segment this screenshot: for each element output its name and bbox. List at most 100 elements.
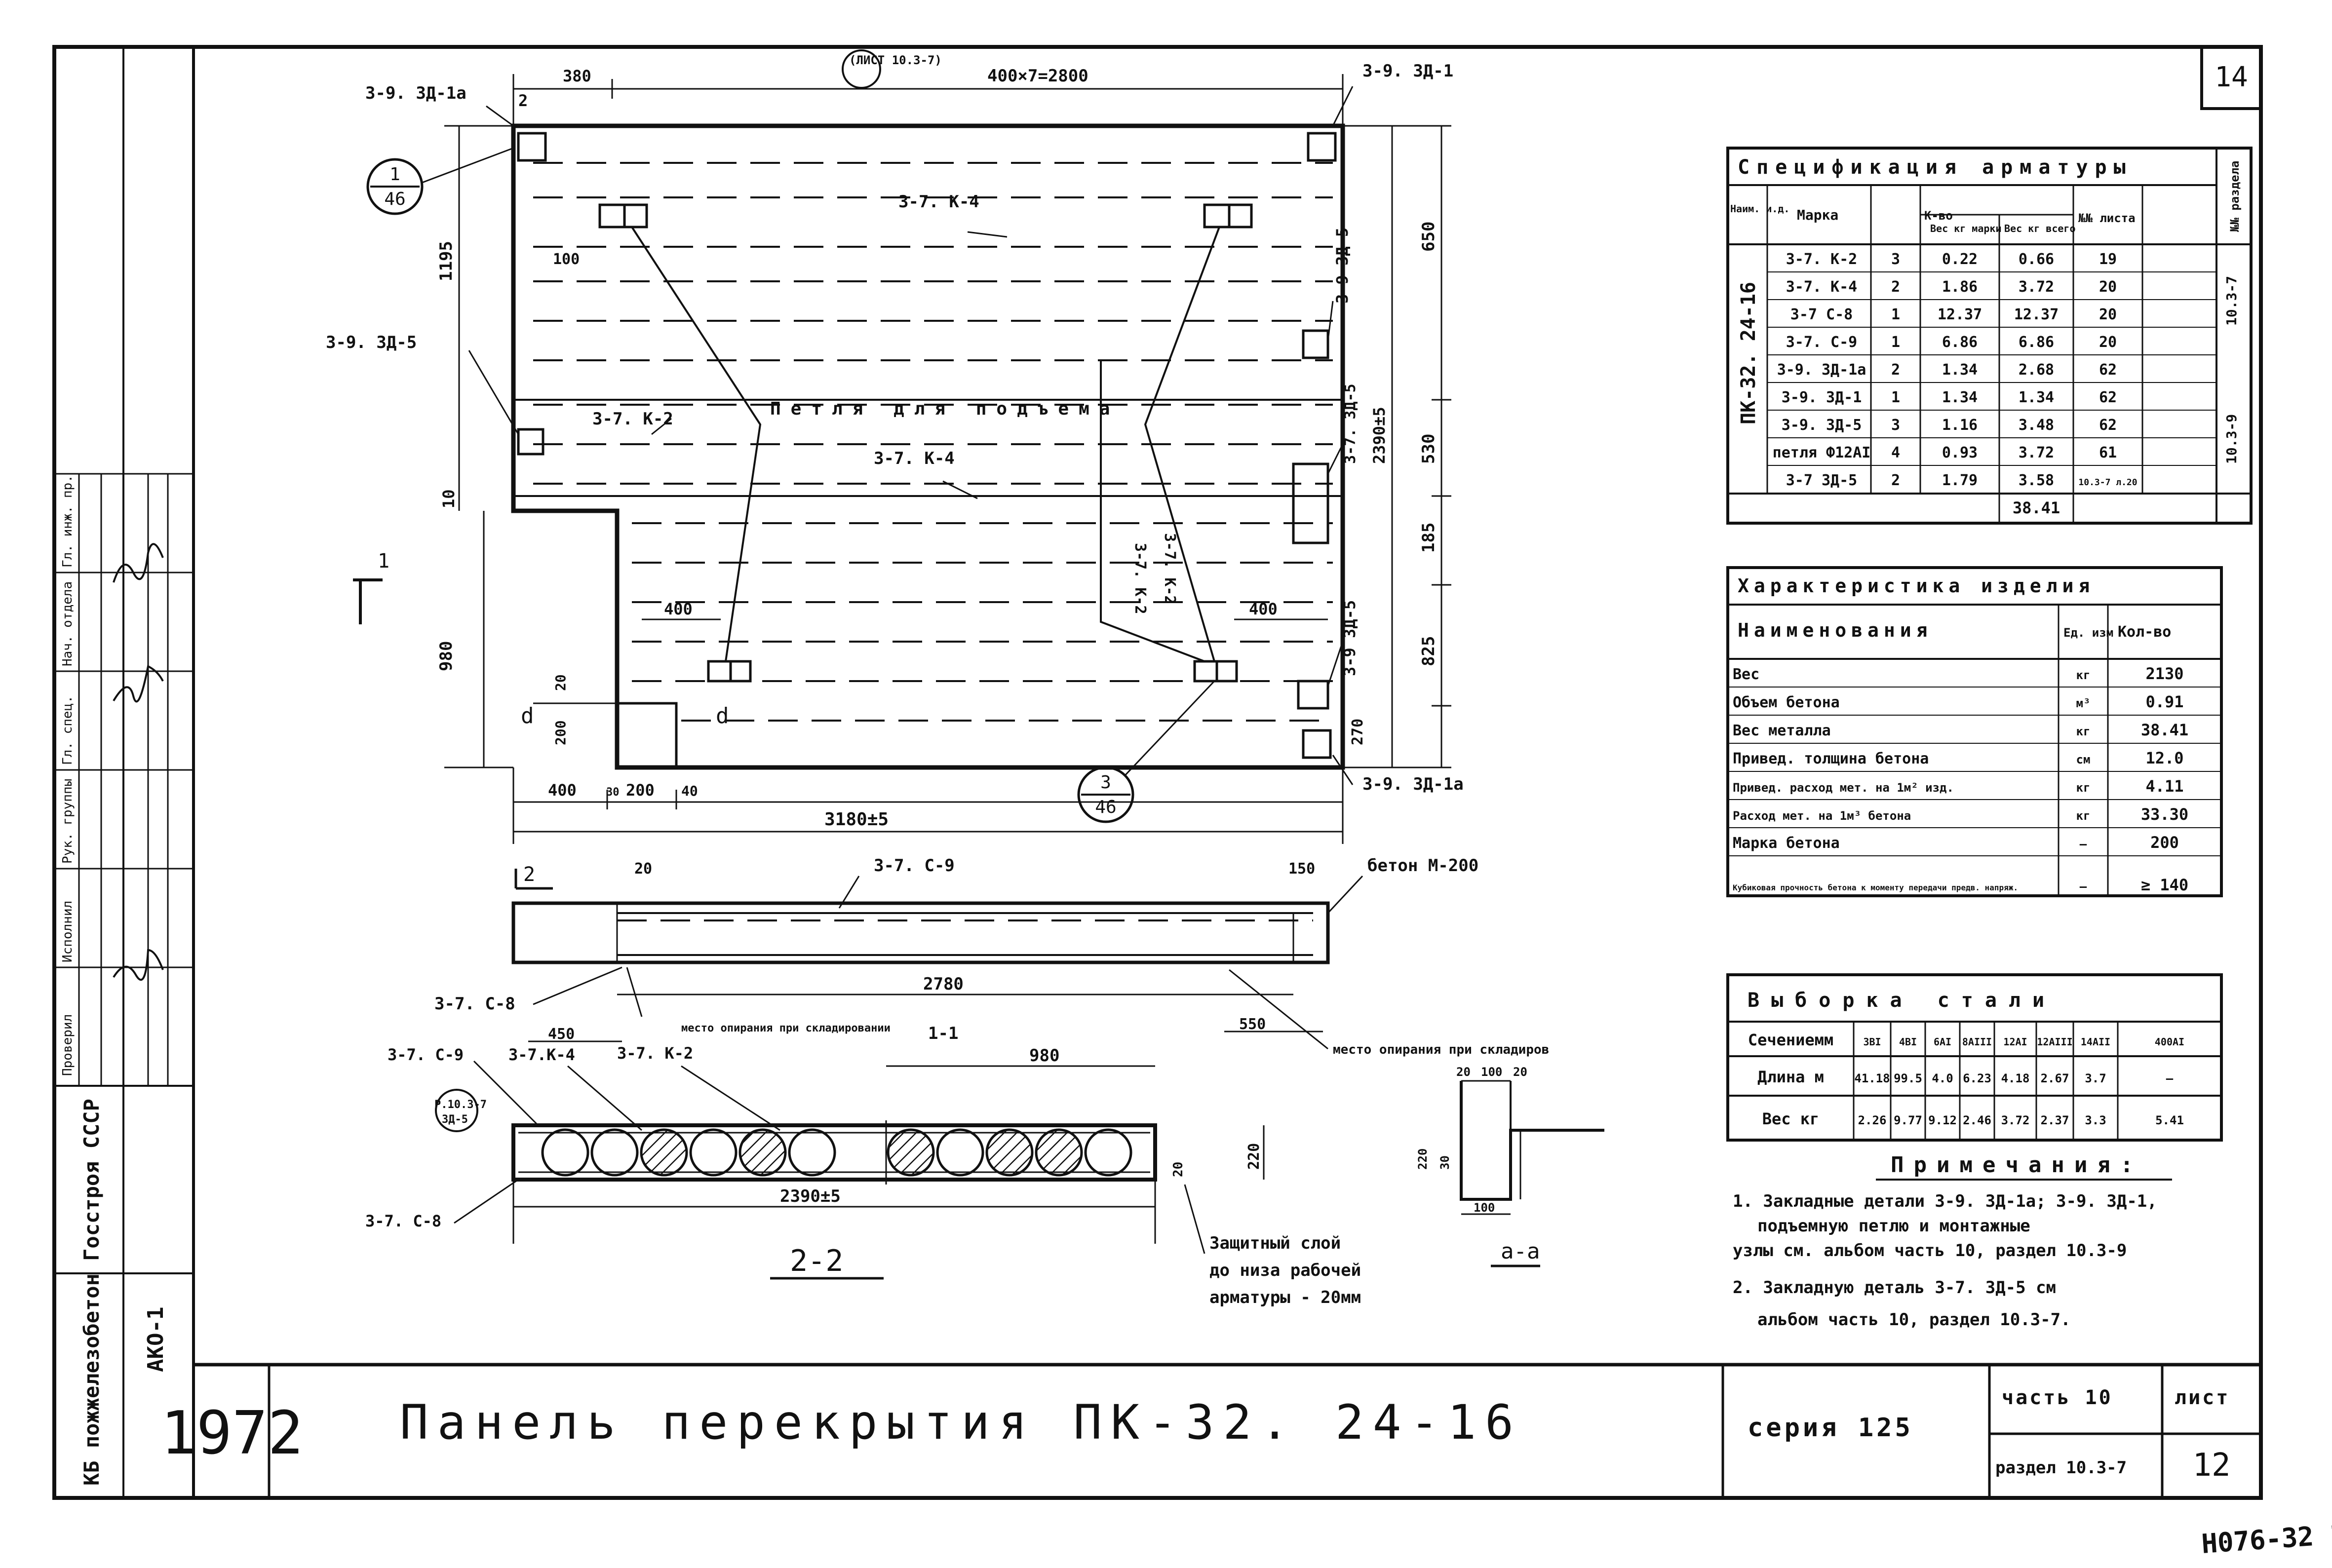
dim-100: 100 <box>553 251 580 268</box>
dim-d-right: d <box>716 703 729 728</box>
longitudinal-section: 2 20 3-7. С-9 150 бетон М-200 3-7. С-8 2… <box>434 856 1549 1057</box>
section-2-mark: 2 <box>523 863 535 886</box>
notch-block <box>616 702 678 769</box>
char-cell-value: 200 <box>2150 833 2179 852</box>
spec-section-1: 10.3-7 <box>2223 276 2240 326</box>
spec-cell: 3 <box>1891 417 1900 434</box>
steel-cell: Сечениемм <box>1748 1031 1833 1049</box>
callout-zd5-lower: 3-9 ЗД-5 <box>1340 600 1359 676</box>
sheet-frame <box>52 45 2263 1500</box>
spec-cell: 62 <box>2099 361 2117 379</box>
aa-dim-20: 20 <box>1456 1065 1471 1079</box>
long-dim-550: 550 <box>1239 1016 1266 1033</box>
dim-400-right: 400 <box>1249 600 1278 618</box>
org-label: КБ пожжелезобетон Госстроя СССР <box>79 1099 104 1486</box>
spec-cell: 6.86 <box>2019 334 2054 351</box>
steel-cell: 2.67 <box>2041 1071 2069 1085</box>
steel-cell: 12АIII <box>2037 1036 2072 1048</box>
dim-10: 10 <box>439 489 458 508</box>
char-cell-value: 38.41 <box>2141 721 2188 739</box>
series-label: серия 125 <box>1748 1413 1913 1443</box>
signature-scribble-2 <box>113 665 164 703</box>
spec-cell: 3-9. ЗД-1а <box>1777 361 1866 379</box>
char-cell-value: 0.91 <box>2145 692 2183 711</box>
mark-k2-vert: 3-7. К-2 <box>1161 533 1178 605</box>
callout-zd1-top: 3-9. ЗД-1 <box>1362 61 1453 81</box>
dim-1195: 1195 <box>436 241 456 281</box>
char-cell-value: ≥ 140 <box>2141 876 2188 894</box>
dim-bottom-3180: 3180±5 <box>824 809 889 830</box>
dim-20-notch: 20 <box>552 674 569 691</box>
stamp-role-4: Рук. группы <box>60 779 75 864</box>
steel-title: Выборка стали <box>1748 989 2056 1012</box>
spec-cell: 2.68 <box>2019 361 2054 379</box>
steel-cell: 41.18 <box>1854 1071 1890 1085</box>
char-cell-name: Вес металла <box>1733 722 1831 739</box>
stamp-role-2: Нач. отдела <box>60 581 75 666</box>
spec-title: Спецификация арматуры <box>1738 156 2133 179</box>
char-cell-value: 2130 <box>2145 664 2183 683</box>
long-dim-20: 20 <box>634 860 652 878</box>
spec-cell: 3-7. К-2 <box>1786 251 1858 268</box>
section-2-2-label: 2-2 <box>790 1244 843 1278</box>
char-cell-unit: кг <box>2076 781 2091 795</box>
dim-2390: 2390±5 <box>1370 407 1389 464</box>
spec-cell: 12.37 <box>1938 306 1982 323</box>
spec-h-wt-mark: Вес кг марки <box>1930 223 2002 234</box>
spec-cell: 3-7 ЗД-5 <box>1786 472 1858 489</box>
mark-k4-mid: 3-7. К-4 <box>874 449 955 468</box>
char-cell-value: 4.11 <box>2145 777 2183 796</box>
callout-zd1a-top: 3-9. ЗД-1а <box>365 83 466 103</box>
note-2b: альбом часть 10, раздел 10.3-7. <box>1757 1310 2071 1330</box>
char-cell-name: Привед. расход мет. на 1м² изд. <box>1733 781 1954 795</box>
mark-k2-left: 3-7. К-2 <box>592 409 673 429</box>
dim-650: 650 <box>1419 222 1438 252</box>
spec-cell: 1 <box>1891 306 1900 323</box>
callout-zd1a-bottom: 3-9. ЗД-1а <box>1362 774 1464 794</box>
dim-bottom-30: 30 <box>606 786 620 799</box>
dim-825: 825 <box>1419 636 1438 666</box>
long-dim-150: 150 <box>1288 860 1315 878</box>
steel-cell: 6АI <box>1934 1036 1951 1048</box>
aa-dim-100: 100 <box>1481 1065 1502 1079</box>
note-1c: узлы см. альбом часть 10, раздел 10.3-9 <box>1733 1241 2127 1261</box>
spec-cell: 1.79 <box>1942 472 1978 489</box>
spec-cell: 2 <box>1891 361 1900 379</box>
steel-cell: 400АI <box>2155 1036 2184 1048</box>
cross-mark-c8: 3-7. С-8 <box>365 1212 441 1230</box>
dim-bottom-400: 400 <box>548 781 577 800</box>
char-cell-name: Вес <box>1733 666 1759 683</box>
spec-cell: 19 <box>2099 251 2117 268</box>
spec-total: 38.41 <box>2013 498 2060 517</box>
spec-cell: 3-7. К-4 <box>1786 278 1858 296</box>
concrete-grade: бетон М-200 <box>1367 856 1478 876</box>
spec-h-qty: К-во <box>1924 209 1953 223</box>
steel-cell: Вес кг <box>1762 1109 1820 1128</box>
ako-label: АКО-1 <box>143 1307 168 1372</box>
section-a-a: 20 100 20 220 30 100 а-а <box>1416 1065 1604 1267</box>
dim-185: 185 <box>1419 523 1438 553</box>
char-cell-unit: — <box>2080 880 2087 893</box>
steel-cell: 4.0 <box>1932 1071 1953 1085</box>
aa-dim-100b: 100 <box>1474 1201 1495 1215</box>
spec-cell: 10.3-7 л.20 <box>2078 477 2137 488</box>
steel-cell: 3ВI <box>1863 1036 1881 1048</box>
spec-cell: 20 <box>2099 306 2117 323</box>
signature-scribble-3 <box>113 949 164 981</box>
char-cell-value: 12.0 <box>2145 749 2183 767</box>
steel-cell: — <box>2166 1071 2174 1085</box>
steel-cell: 8АIII <box>1962 1036 1992 1048</box>
steel-cell: 4.18 <box>2001 1071 2030 1085</box>
steel-cell: 3.7 <box>2085 1071 2106 1085</box>
callout-zd5-left: 3-9. ЗД-5 <box>326 333 417 352</box>
stamp-role-5: Исполнил <box>60 901 75 962</box>
spec-cell: 4 <box>1891 444 1900 461</box>
spec-cell: 62 <box>2099 389 2117 406</box>
char-cell-name: Объем бетона <box>1733 694 1840 711</box>
section-1-marker: 1 <box>378 550 389 573</box>
spec-cell: 2 <box>1891 472 1900 489</box>
year-label: 1972 <box>161 1399 304 1468</box>
protect-layer-2: до низа рабочей <box>1209 1261 1361 1280</box>
